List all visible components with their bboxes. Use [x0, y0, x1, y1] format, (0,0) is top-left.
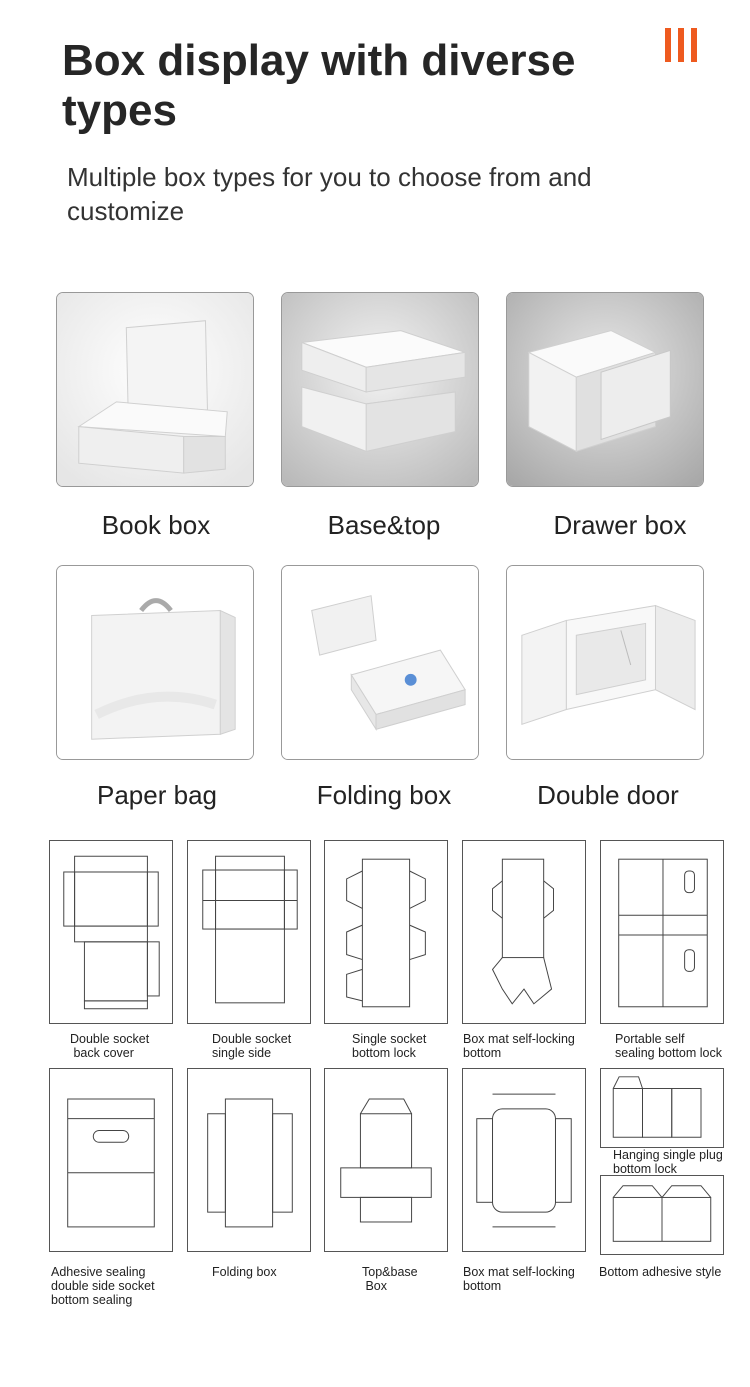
photo-label: Base&top: [327, 510, 441, 540]
dieline-double-socket-back-cover: [49, 840, 173, 1024]
dieline-hanging-single-plug: [600, 1068, 724, 1148]
dieline-box-mat-self-locking-bottom-2: [462, 1068, 586, 1252]
dieline-label: Portable self sealing bottom lock: [615, 1032, 723, 1060]
photo-label: Folding box: [316, 780, 452, 810]
dieline-single-socket-bottom-lock: [324, 840, 448, 1024]
menu-bars-icon[interactable]: [665, 28, 701, 62]
dieline-adhesive-sealing: [49, 1068, 173, 1252]
photo-label: Paper bag: [97, 780, 217, 810]
dieline-label: Bottom adhesive style: [599, 1265, 722, 1279]
dieline-label: Adhesive sealing double side socket bott…: [51, 1265, 155, 1307]
folding-box-image: [281, 565, 479, 760]
dieline-double-socket-single-side: [187, 840, 311, 1024]
dieline-label: Box mat self-locking bottom: [463, 1265, 575, 1293]
page-subtitle: Multiple box types for you to choose fro…: [67, 162, 592, 226]
dieline-label: Single socket bottom lock: [352, 1032, 427, 1060]
base-top-box-image: [281, 292, 479, 487]
photo-label: Book box: [101, 510, 211, 540]
dieline-label: Hanging single plug bottom lock: [613, 1148, 723, 1176]
dieline-label: Double socket back cover: [70, 1032, 150, 1060]
page-title: Box display with diverse types: [62, 36, 576, 135]
dieline-box-mat-self-locking-bottom: [462, 840, 586, 1024]
dieline-portable-self-sealing-bottom-lock: [600, 840, 724, 1024]
dieline-label: Box mat self-locking bottom: [463, 1032, 575, 1060]
dieline-label: Double socket single side: [212, 1032, 292, 1060]
double-door-box-image: [506, 565, 704, 760]
dieline-label: Folding box: [212, 1265, 277, 1279]
book-box-image: [56, 292, 254, 487]
paper-bag-image: [56, 565, 254, 760]
dieline-folding-box: [187, 1068, 311, 1252]
dieline-bottom-adhesive-style: [600, 1175, 724, 1255]
dieline-label: Top&base Box: [362, 1265, 418, 1293]
photo-label: Drawer box: [553, 510, 687, 540]
dieline-top-base-box: [324, 1068, 448, 1252]
drawer-box-image: [506, 292, 704, 487]
photo-label: Double door: [537, 780, 679, 810]
